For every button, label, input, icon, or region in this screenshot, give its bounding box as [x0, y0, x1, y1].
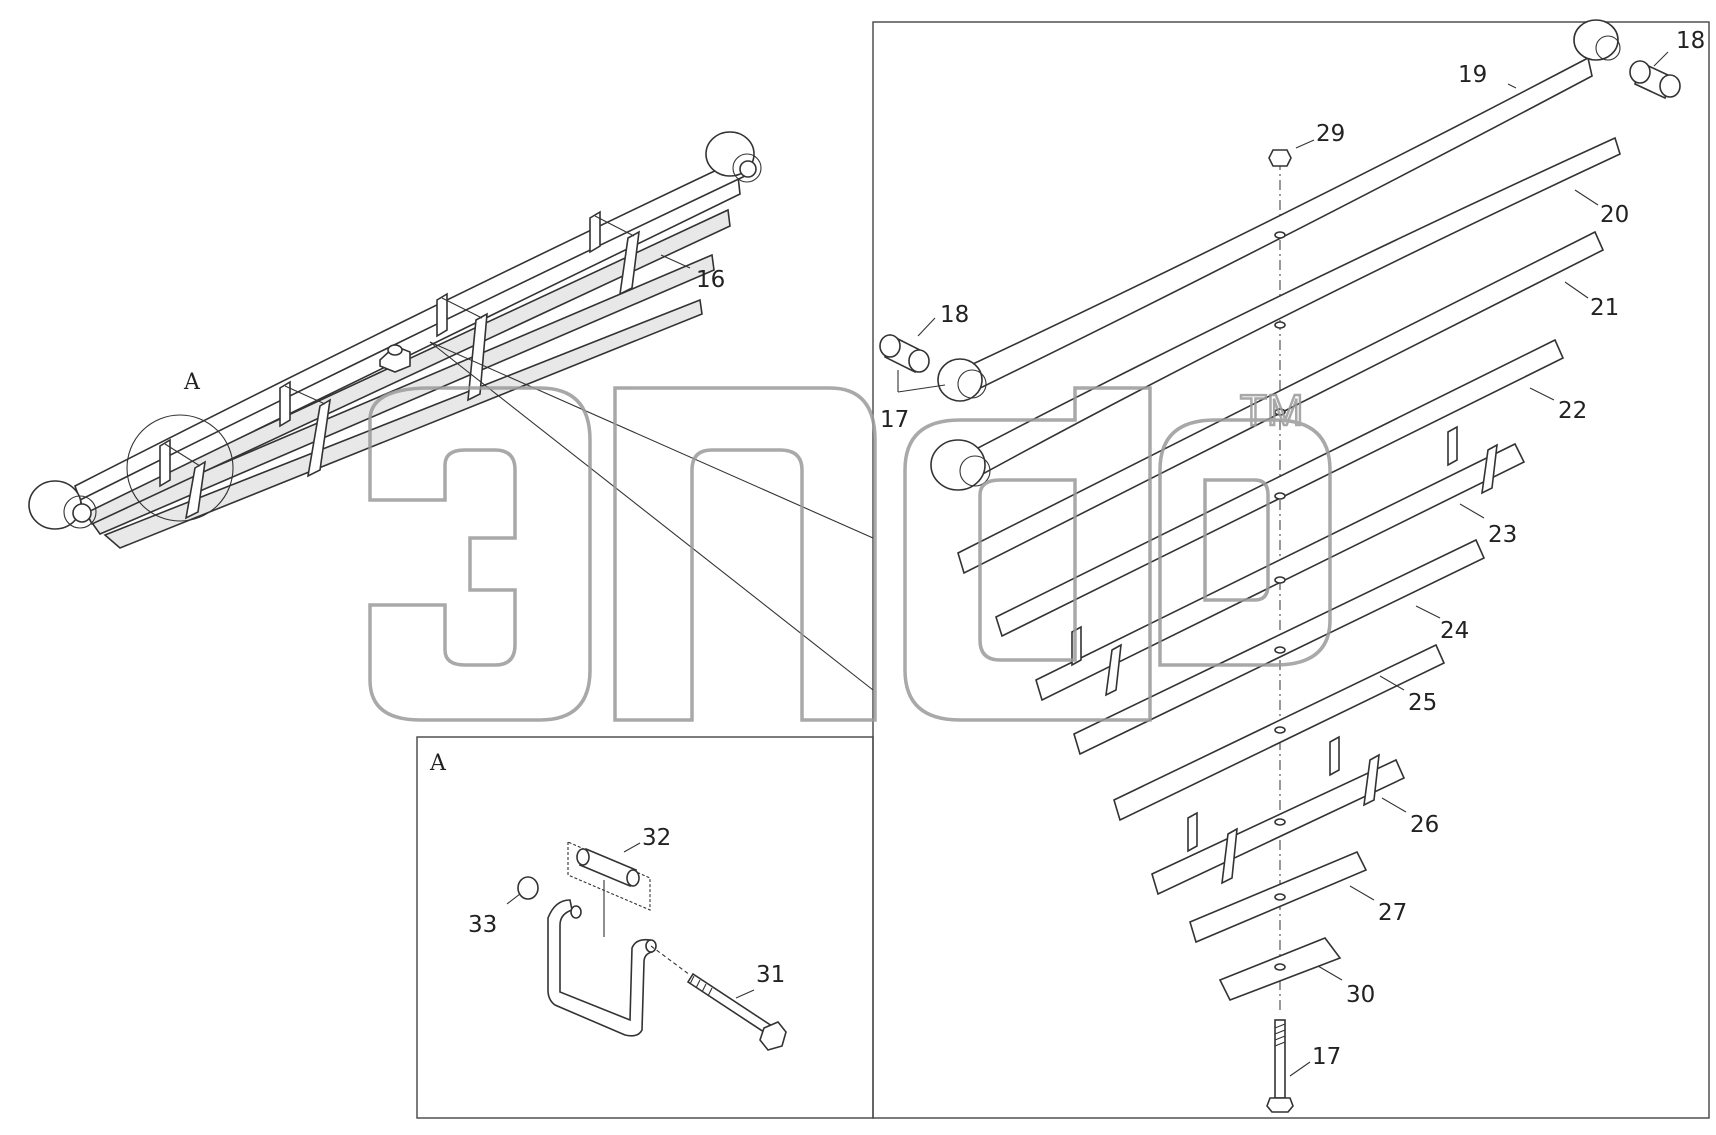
part-label-17-bolt: 17 [1312, 1044, 1341, 1070]
part-label-29: 29 [1316, 121, 1345, 147]
part-label-22: 22 [1558, 398, 1587, 424]
rebound-clip [589, 210, 640, 296]
leaf-20 [930, 136, 1621, 491]
part-label-18-front: 18 [940, 302, 969, 328]
part-label-19: 19 [1458, 62, 1487, 88]
assembled-leaf-spring: A 16 [28, 131, 874, 691]
front-eye [28, 480, 82, 530]
leaf-23 [1035, 442, 1526, 702]
rebound-clip-23-rear [1447, 425, 1498, 495]
centre-bolt [1266, 1019, 1294, 1113]
part-label-26: 26 [1410, 812, 1439, 838]
part-label-23: 23 [1488, 522, 1517, 548]
bushing-18-front [879, 333, 930, 374]
detail-a-frame [416, 736, 874, 1119]
spacer-32 [576, 847, 640, 888]
exploded-view-frame [872, 21, 1710, 1119]
leaf-26 [1151, 758, 1406, 896]
rebound-clip-26-front [1187, 811, 1238, 885]
leaf-21 [957, 230, 1605, 575]
part-label-16: 16 [696, 267, 725, 293]
exploded-leaves: 18 17 18 19 29 20 21 22 23 24 25 26 27 3… [879, 19, 1705, 1113]
rebound-clip-detail [547, 899, 653, 1037]
part-label-21: 21 [1590, 295, 1619, 321]
part-label-33: 33 [468, 912, 497, 938]
leaf-22 [995, 338, 1565, 638]
watermark-trademark: TM [1240, 386, 1304, 435]
part-label-25: 25 [1408, 690, 1437, 716]
part-label-24: 24 [1440, 618, 1469, 644]
part-label-20: 20 [1600, 202, 1629, 228]
detail-a-inset: A 32 33 31 [429, 751, 787, 1051]
detail-a-letter: A [183, 370, 201, 395]
rebound-clip [159, 438, 207, 520]
part-label-17-bushings: 17 [880, 407, 909, 433]
detail-a-inset-letter: A [429, 751, 447, 776]
watermark-logo: TM [368, 385, 1332, 722]
part-label-18-rear: 18 [1676, 28, 1705, 54]
centre-nut [1268, 149, 1292, 167]
part-label-30: 30 [1346, 982, 1375, 1008]
part-label-32: 32 [642, 825, 671, 851]
rebound-clip-26-rear [1329, 735, 1380, 807]
part-label-31: 31 [756, 962, 785, 988]
part-label-27: 27 [1378, 900, 1407, 926]
bushing-18-rear [1629, 60, 1681, 100]
rebound-clip [279, 380, 332, 478]
detail-a-callout-circle [126, 414, 234, 522]
bolt-31 [650, 945, 787, 1051]
rivet-33 [517, 876, 539, 900]
leaf-19-main [937, 19, 1621, 402]
